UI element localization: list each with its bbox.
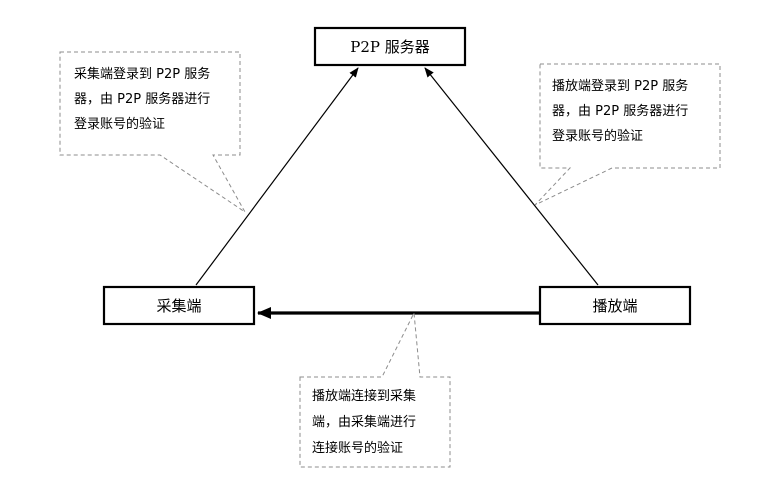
callout-line: 登录账号的验证 (552, 128, 643, 144)
node-server: P2P 服务器 (313, 26, 467, 67)
svg-text:采集端登录到 P2P 服务 器，由 P2P 服务: 采集端登录到 P2P 服务 器，由 P2P 服务器进行 登录账号的验证 (74, 66, 214, 132)
callout-line: 端，由采集端进行 (312, 414, 416, 430)
svg-text:播放端连接到采集 端，由采集端进行: 播放端连接到采集 端，由采集端进行 连接账号的验证 (312, 388, 420, 456)
callout-collector-login: 采集端登录到 P2P 服务 器，由 P2P 服务器进行 登录账号的验证 (59, 51, 246, 213)
callout-line: 登录账号的验证 (74, 116, 165, 132)
svg-text:播放端登录到 P2P 服务 器，由 P2P 服务: 播放端登录到 P2P 服务 器，由 P2P 服务器进行 登录账号的验证 (552, 78, 692, 144)
callout-line: 播放端连接到采集 (312, 388, 416, 404)
node-collector-label: 采集端 (156, 297, 201, 315)
callout-line: 播放端登录到 P2P 服务 (552, 78, 688, 94)
node-server-label: P2P 服务器 (350, 38, 430, 56)
node-player: 播放端 (538, 285, 692, 326)
callout-player-connect: 播放端连接到采集 端，由采集端进行 连接账号的验证 (299, 311, 451, 468)
callout-player-login: 播放端登录到 P2P 服务 器，由 P2P 服务器进行 登录账号的验证 (534, 63, 721, 206)
node-collector: 采集端 (102, 285, 256, 326)
node-player-label: 播放端 (592, 297, 637, 315)
callout-line: 器，由 P2P 服务器进行 (74, 91, 210, 107)
callout-line: 连接账号的验证 (312, 440, 403, 456)
edge-player-to-server (424, 67, 599, 286)
edge-collector-to-server (195, 67, 359, 286)
callout-line: 采集端登录到 P2P 服务 (74, 66, 210, 82)
callout-line: 器，由 P2P 服务器进行 (552, 103, 688, 119)
